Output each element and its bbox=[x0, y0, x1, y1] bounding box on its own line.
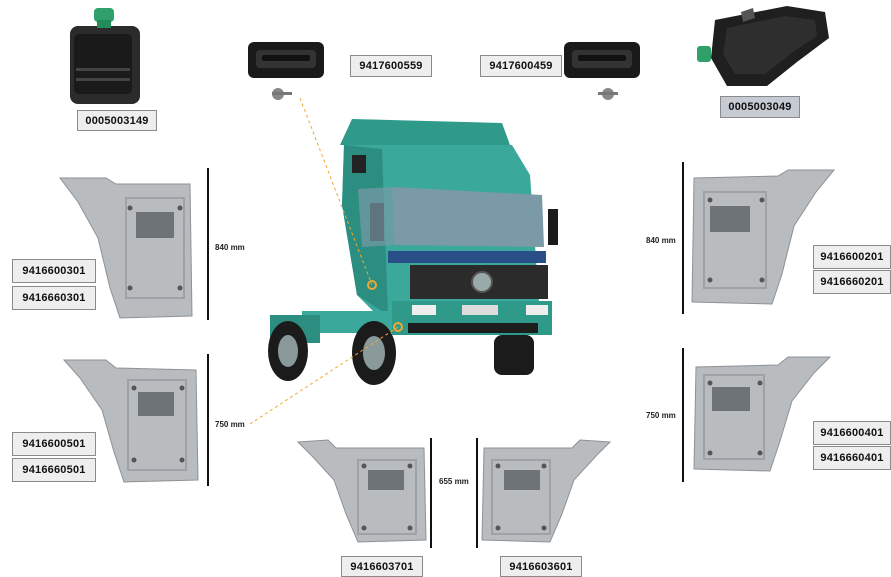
leader-line-handle bbox=[299, 97, 373, 286]
part-number-step-lower-left-a: 9416600501 bbox=[12, 432, 96, 456]
step-panel-lower-right-image bbox=[693, 356, 832, 472]
part-number-step-upper-right-a: 9416600201 bbox=[813, 245, 891, 269]
truck-image bbox=[268, 119, 558, 385]
dimension-line-bottom-left bbox=[430, 438, 432, 548]
dimension-line-lower-left bbox=[207, 354, 209, 486]
step-panel-upper-left-image bbox=[59, 177, 193, 319]
dimension-bottom: 655 mm bbox=[439, 477, 469, 486]
part-number-step-upper-right-b: 9416660201 bbox=[813, 270, 891, 294]
leader-line-step bbox=[249, 326, 399, 425]
step-panel-bottom-left-image bbox=[296, 439, 427, 543]
coolant-tank-right-image bbox=[697, 6, 829, 86]
dimension-upper-right: 840 mm bbox=[646, 236, 676, 245]
door-handle-left-image bbox=[248, 42, 324, 100]
part-number-step-lower-right-a: 9416600401 bbox=[813, 421, 891, 445]
part-number-tank-left: 0005003149 bbox=[77, 110, 157, 131]
part-number-tank-right: 0005003049 bbox=[720, 96, 800, 118]
dimension-line-lower-right bbox=[682, 348, 684, 482]
part-number-step-lower-right-b: 9416660401 bbox=[813, 446, 891, 470]
part-number-step-upper-left-b: 9416660301 bbox=[12, 286, 96, 310]
dimension-lower-left: 750 mm bbox=[215, 420, 245, 429]
part-number-handle-right: 9417600459 bbox=[480, 55, 562, 77]
part-number-step-bottom-left: 9416603701 bbox=[341, 556, 423, 577]
step-panel-upper-right-image bbox=[691, 169, 836, 305]
dimension-line-upper-right bbox=[682, 162, 684, 314]
step-panel-bottom-right-image bbox=[481, 439, 612, 543]
dimension-lower-right: 750 mm bbox=[646, 411, 676, 420]
part-number-step-upper-left-a: 9416600301 bbox=[12, 259, 96, 283]
part-number-handle-left: 9417600559 bbox=[350, 55, 432, 77]
dimension-line-upper-left bbox=[207, 168, 209, 320]
door-handle-right-image bbox=[564, 42, 640, 100]
coolant-tank-left-image bbox=[70, 8, 140, 104]
part-number-step-lower-left-b: 9416660501 bbox=[12, 458, 96, 482]
step-panel-lower-left-image bbox=[62, 359, 199, 483]
part-number-step-bottom-right: 9416603601 bbox=[500, 556, 582, 577]
dimension-upper-left: 840 mm bbox=[215, 243, 245, 252]
dimension-line-bottom-right bbox=[476, 438, 478, 548]
